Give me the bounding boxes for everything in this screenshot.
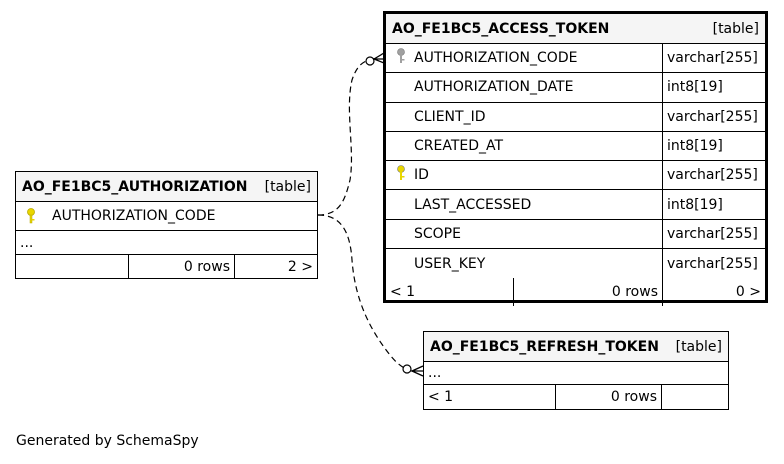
column-type: int8[19] (667, 196, 723, 213)
table-kind: [table] (264, 178, 311, 195)
column-type: int8[19] (667, 138, 723, 155)
column-type: varchar[255] (667, 167, 758, 184)
children-link[interactable] (662, 385, 728, 409)
column-row[interactable]: LAST_ACCESSED int8[19] (386, 190, 765, 220)
column-name: AUTHORIZATION_CODE (52, 208, 216, 224)
row-count: 0 rows (129, 255, 235, 279)
column-type: varchar[255] (667, 225, 758, 242)
table-footer: < 1 0 rows (424, 385, 728, 409)
table-header: AO_FE1BC5_ACCESS_TOKEN [table] (386, 14, 765, 44)
table-kind: [table] (712, 20, 759, 37)
column-name: CLIENT_ID (414, 108, 486, 125)
parents-link[interactable]: < 1 (424, 385, 556, 409)
column-type: varchar[255] (667, 255, 758, 272)
table-footer: 0 rows 2 > (16, 255, 317, 279)
relationship-auth-to-access-crowfoot (373, 52, 385, 64)
ellipsis-row: ... (424, 362, 728, 385)
column-row[interactable]: AUTHORIZATION_CODE varchar[255] (386, 44, 765, 74)
relationship-auth-to-refresh (317, 214, 417, 373)
relationship-auth-to-refresh-end (402, 364, 412, 374)
relationship-auth-to-access-end (365, 56, 375, 66)
table-kind: [table] (675, 338, 722, 355)
column-row[interactable]: ID varchar[255] (386, 161, 765, 191)
column-row[interactable]: CLIENT_ID varchar[255] (386, 102, 765, 132)
column-row[interactable]: CREATED_AT int8[19] (386, 131, 765, 162)
row-count: 0 rows (556, 385, 662, 409)
table-name[interactable]: AO_FE1BC5_ACCESS_TOKEN (392, 20, 610, 37)
column-name: AUTHORIZATION_DATE (414, 79, 574, 96)
table-footer: < 1 0 rows 0 > (386, 278, 765, 307)
column-name: USER_KEY (414, 255, 486, 272)
column-row[interactable]: SCOPE varchar[255] (386, 219, 765, 250)
parents-link[interactable]: < 1 (386, 278, 514, 307)
column-name: ID (414, 167, 429, 184)
relationship-auth-to-refresh-crowfoot (411, 365, 424, 377)
table-header: AO_FE1BC5_AUTHORIZATION [table] (16, 172, 317, 202)
relationship-auth-to-access (317, 57, 379, 216)
column-type: varchar[255] (667, 50, 758, 67)
primary-key-icon (27, 208, 35, 224)
children-link[interactable]: 0 > (735, 284, 761, 301)
column-type: int8[19] (667, 79, 723, 96)
primary-key-icon (394, 164, 414, 186)
ellipsis: ... (20, 234, 34, 251)
column-row[interactable]: USER_KEY varchar[255] (386, 249, 765, 279)
table-access-token[interactable]: AO_FE1BC5_ACCESS_TOKEN [table] AUTHORIZA… (383, 11, 768, 307)
table-authorization[interactable]: AO_FE1BC5_AUTHORIZATION [table] AUTHORIZ… (15, 171, 318, 279)
column-row[interactable]: AUTHORIZATION_DATE int8[19] (386, 73, 765, 103)
row-count: 0 rows (514, 278, 663, 307)
table-header: AO_FE1BC5_REFRESH_TOKEN [table] (424, 332, 728, 362)
column-name: CREATED_AT (414, 138, 504, 155)
column-type: varchar[255] (667, 108, 758, 125)
column-name: AUTHORIZATION_CODE (414, 50, 578, 67)
foreign-key-icon (394, 47, 414, 69)
column-name: SCOPE (414, 225, 461, 242)
children-link[interactable]: 2 > (287, 259, 313, 275)
column-row[interactable]: AUTHORIZATION_CODE (16, 202, 317, 231)
table-name[interactable]: AO_FE1BC5_AUTHORIZATION (22, 178, 248, 195)
ellipsis-row: ... (16, 231, 317, 255)
table-name[interactable]: AO_FE1BC5_REFRESH_TOKEN (430, 338, 659, 355)
column-name: LAST_ACCESSED (414, 196, 532, 213)
parents-link[interactable] (16, 255, 129, 279)
table-refresh-token[interactable]: AO_FE1BC5_REFRESH_TOKEN [table] ... < 1 … (423, 331, 729, 410)
generated-by-label: Generated by SchemaSpy (16, 433, 199, 449)
ellipsis: ... (428, 365, 442, 381)
